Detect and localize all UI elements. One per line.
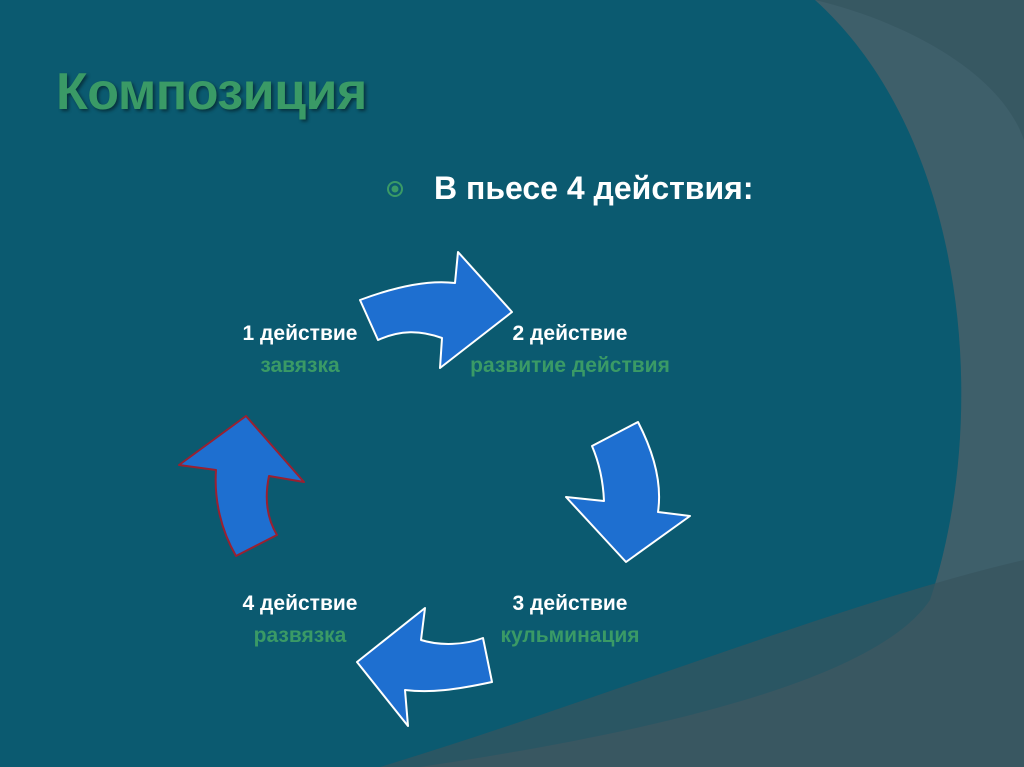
node-2-act: 2 действие <box>512 322 628 345</box>
arrow-2-to-3 <box>565 421 691 563</box>
node-2-phase: развитие действия <box>470 353 670 377</box>
arrow-3-to-4 <box>356 607 493 727</box>
arrow-1-to-2 <box>359 251 513 369</box>
node-3-act: 3 действие <box>512 592 628 615</box>
cycle-node-3: 3 действие кульминация <box>470 588 670 651</box>
node-4-act: 4 действие <box>242 592 358 615</box>
slide-title: Композиция <box>56 63 367 121</box>
node-4-phase: развязка <box>253 623 347 647</box>
bullet-icon <box>387 180 403 197</box>
cycle-node-1: 1 действие завязка <box>200 318 400 381</box>
bullet-text: В пьесе 4 действия: <box>434 170 754 206</box>
bullet-row: В пьесе 4 действия: <box>386 170 753 207</box>
arrow-4-to-1 <box>178 415 305 557</box>
cycle-node-2: 2 действие развитие действия <box>470 318 670 381</box>
node-3-phase: кульминация <box>500 623 640 647</box>
node-1-act: 1 действие <box>242 322 358 345</box>
node-1-phase: завязка <box>260 353 340 377</box>
cycle-node-4: 4 действие развязка <box>200 588 400 651</box>
